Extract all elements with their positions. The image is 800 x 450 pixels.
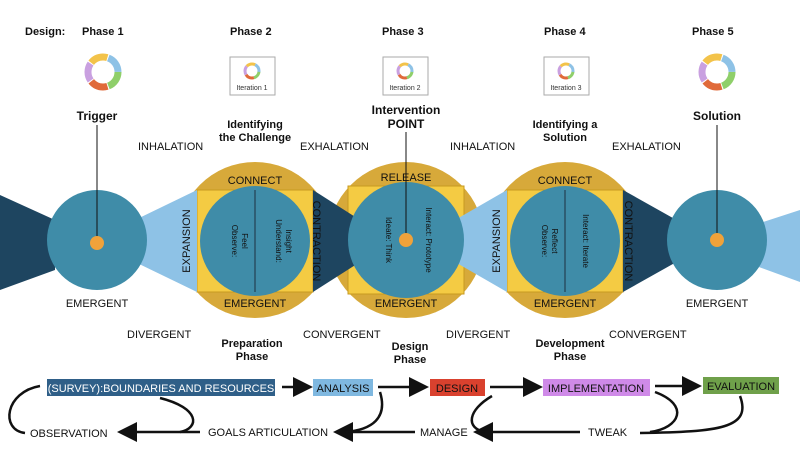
iteration-1-label: Iteration 1 xyxy=(236,85,267,92)
preparation-phase-line-2: Phase xyxy=(236,351,268,363)
emergent-label-2: EMERGENT xyxy=(224,298,287,310)
phase-4-label: Phase 4 xyxy=(544,26,586,38)
phase-1-label: Phase 1 xyxy=(82,26,124,38)
ideate-think-text: Ideate: Think xyxy=(384,217,393,264)
observation-label: OBSERVATION xyxy=(30,428,108,440)
inhalation-label-1: INHALATION xyxy=(138,141,203,153)
survey-label: (SURVEY):BOUNDARIES AND RESOURCES xyxy=(48,383,275,395)
development-phase-line-1: Development xyxy=(535,338,604,350)
interact-prototype-text: Interact: Prototype xyxy=(424,207,433,273)
tweak-label: TWEAK xyxy=(588,427,628,439)
design-phase-line-2: Phase xyxy=(394,354,426,366)
cycle-icon-phase-5 xyxy=(698,53,736,91)
intervention-dot xyxy=(399,233,413,247)
design-step-label: DESIGN xyxy=(436,383,478,395)
preparation-phase-line-1: Preparation xyxy=(221,338,282,350)
evaluation-box xyxy=(703,377,779,394)
phase-3-label: Phase 3 xyxy=(382,26,424,38)
loop-survey-goals xyxy=(159,396,195,434)
release-label: RELEASE xyxy=(381,172,432,184)
loop-observation-survey xyxy=(8,384,41,435)
design-phase-line-1: Design xyxy=(392,341,429,353)
expansion-funnel-2 xyxy=(455,190,507,292)
observe-reflect-line-1: Observe: xyxy=(540,225,549,257)
connect-label-1: CONNECT xyxy=(228,175,283,187)
design-box xyxy=(430,379,485,396)
contraction-label-2: CONTRACTION xyxy=(622,201,634,282)
interact-iterate-text: Interact: Iterate xyxy=(581,214,590,268)
inhalation-label-2: INHALATION xyxy=(450,141,515,153)
trigger-title: Trigger xyxy=(77,109,118,123)
contraction-funnel-1 xyxy=(313,190,360,292)
iteration-2-card: Iteration 2 xyxy=(382,56,429,96)
contraction-label-1: CONTRACTION xyxy=(310,201,322,282)
loop-evaluation-tweak xyxy=(639,395,744,435)
solution-title: Solution xyxy=(693,109,741,123)
emergent-label-5: EMERGENT xyxy=(686,298,749,310)
design-label: Design: xyxy=(25,26,65,38)
expansion-label-1: EXPANSION xyxy=(181,209,193,272)
development-phase-line-2: Phase xyxy=(554,351,586,363)
understand-insight-line-2: Insight xyxy=(284,229,293,253)
contraction-funnel-2 xyxy=(623,190,680,292)
loop-analysis-goals xyxy=(344,391,384,434)
evaluation-label: EVALUATION xyxy=(707,381,775,393)
loop-implementation-tweak xyxy=(649,390,679,434)
iteration-3-label: Iteration 3 xyxy=(550,85,581,92)
emergent-label-3: EMERGENT xyxy=(375,298,438,310)
manage-label: MANAGE xyxy=(420,427,468,439)
understand-insight-line-1: Understand: xyxy=(274,219,283,263)
analysis-box xyxy=(313,379,373,396)
phase-2-label: Phase 2 xyxy=(230,26,272,38)
identifying-solution-title-2: Solution xyxy=(543,132,587,144)
identifying-solution-title-1: Identifying a xyxy=(533,119,599,131)
analysis-label: ANALYSIS xyxy=(317,383,370,395)
exhalation-label-2: EXHALATION xyxy=(612,141,681,153)
left-edge-wedge xyxy=(0,195,55,290)
trigger-dot xyxy=(90,236,104,250)
emergent-label-4: EMERGENT xyxy=(534,298,597,310)
iteration-2-label: Iteration 2 xyxy=(389,85,420,92)
survey-box xyxy=(47,379,275,396)
convergent-label-1: CONVERGENT xyxy=(303,329,381,341)
expansion-label-2: EXPANSION xyxy=(491,209,503,272)
intervention-title-1: Intervention xyxy=(372,103,441,117)
observe-feel-line-2: Feel xyxy=(240,233,249,249)
connect-label-2: CONNECT xyxy=(538,175,593,187)
phase-5-label: Phase 5 xyxy=(692,26,734,38)
identifying-challenge-title-2: the Challenge xyxy=(219,132,291,144)
implementation-label: IMPLEMENTATION xyxy=(548,383,644,395)
expansion-funnel-1 xyxy=(135,190,197,292)
cycle-icon-phase-1 xyxy=(84,53,122,91)
implementation-box xyxy=(543,379,650,396)
divergent-label-2: DIVERGENT xyxy=(446,329,510,341)
convergent-label-2: CONVERGENT xyxy=(609,329,687,341)
intervention-title-2: POINT xyxy=(388,117,425,131)
iteration-3-card: Iteration 3 xyxy=(543,56,590,96)
observe-feel-line-1: Observe: xyxy=(230,225,239,257)
goals-articulation-label: GOALS ARTICULATION xyxy=(208,427,328,439)
emergent-label-1: EMERGENT xyxy=(66,298,129,310)
identifying-challenge-title-1: Identifying xyxy=(227,119,283,131)
divergent-label-1: DIVERGENT xyxy=(127,329,191,341)
observe-reflect-line-2: Reflect xyxy=(550,229,559,255)
loop-manage-design xyxy=(470,394,493,434)
exhalation-label-1: EXHALATION xyxy=(300,141,369,153)
iteration-1-card: Iteration 1 xyxy=(229,56,276,96)
solution-dot xyxy=(710,233,724,247)
